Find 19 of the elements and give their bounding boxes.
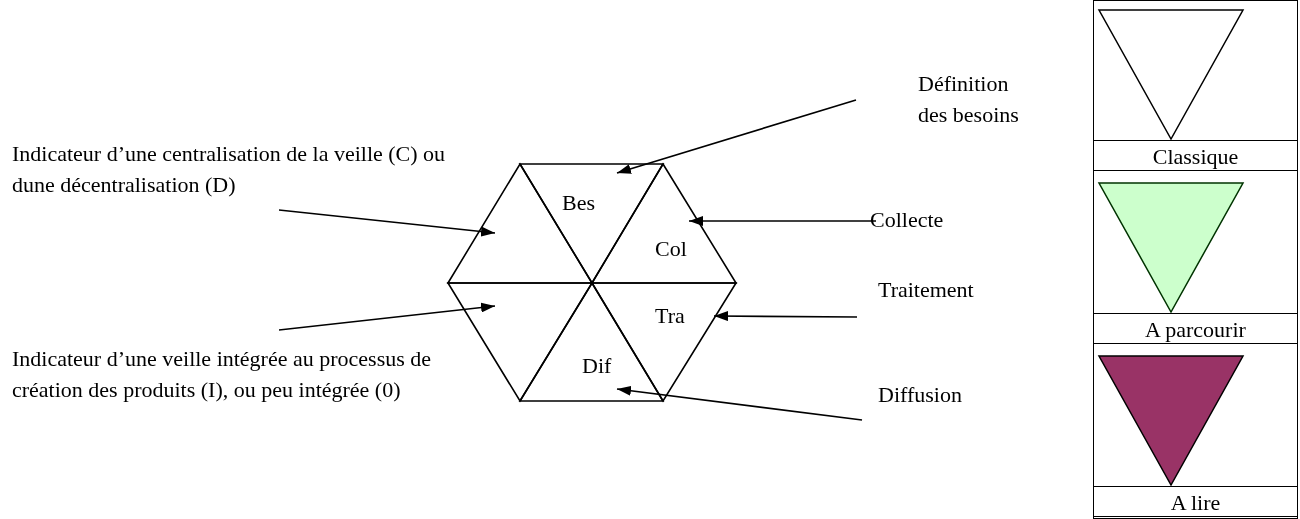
leader-arrow — [616, 385, 863, 421]
leader-arrow — [278, 209, 496, 237]
segment-label: Dif — [582, 353, 612, 379]
legend-label: A parcourir — [1093, 313, 1298, 344]
leader-arrow — [713, 311, 858, 322]
leader-arrow — [616, 99, 857, 174]
annotation-text: Définition des besoins — [918, 70, 1020, 129]
annotation-text: Indicateur d’une veille intégrée au processus de création des produits (I), ou peu intégrée (0) — [12, 345, 433, 404]
annotation-text: Diffusion — [878, 381, 963, 409]
leader-arrow — [688, 216, 877, 226]
segment-label: Col — [655, 236, 687, 262]
legend-label: A lire — [1093, 486, 1298, 517]
annotation-text: Collecte — [870, 206, 945, 234]
segment-label: Tra — [655, 303, 685, 329]
annotation-text: Traitement — [878, 276, 975, 304]
segment-label: Bes — [562, 190, 595, 216]
leader-arrow — [278, 302, 496, 331]
legend-label: Classique — [1093, 140, 1298, 171]
annotation-text: Indicateur d’une centralisation de la veille (C) ou dune décentralisation (D) — [12, 140, 447, 199]
